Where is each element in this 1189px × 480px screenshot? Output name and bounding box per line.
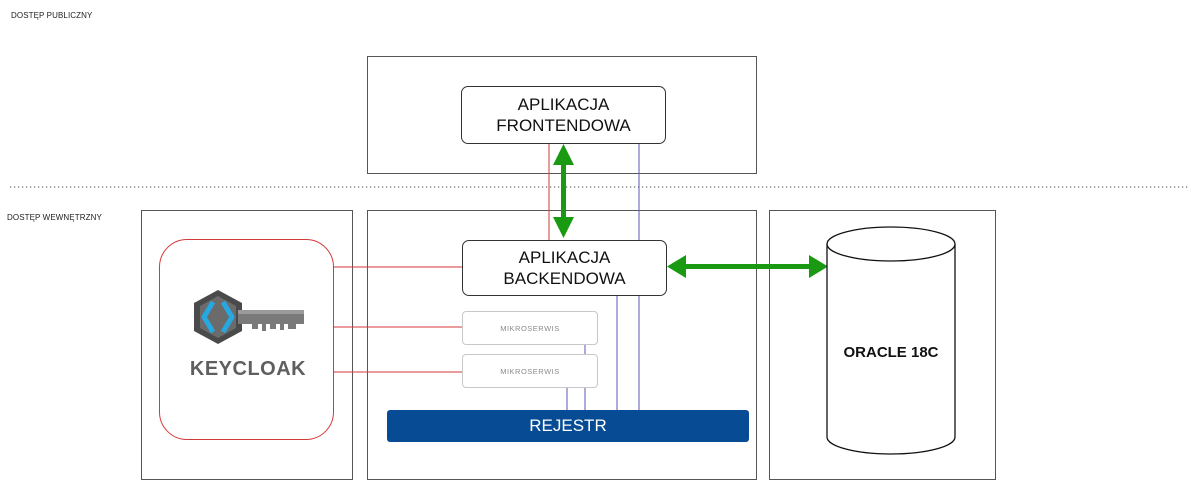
database-label: ORACLE 18C <box>843 344 939 361</box>
registry-bar[interactable]: REJESTR <box>387 410 749 442</box>
zone-label-public: DOSTĘP PUBLICZNY <box>11 11 93 20</box>
registry-label: REJESTR <box>529 416 607 435</box>
backend-app-box[interactable]: APLIKACJA BACKENDOWA <box>462 240 667 296</box>
keycloak-box[interactable]: KEYCLOAK <box>159 239 334 440</box>
backend-line2: BACKENDOWA <box>503 269 626 288</box>
keycloak-key-logo-icon <box>194 290 304 344</box>
microservice-label: MIKROSERWIS <box>500 323 560 333</box>
microservice-box-1[interactable]: MIKROSERWIS <box>462 311 598 345</box>
frontend-line1: APLIKACJA <box>517 95 610 114</box>
backend-database-arrow <box>667 255 828 278</box>
microservice-box-2[interactable]: MIKROSERWIS <box>462 354 598 388</box>
database-cylinder-icon <box>826 226 956 455</box>
frontend-backend-arrow <box>553 144 574 238</box>
frontend-line2: FRONTENDOWA <box>496 116 631 135</box>
zone-label-internal: DOSTĘP WEWNĘTRZNY <box>7 213 102 222</box>
microservice-label: MIKROSERWIS <box>500 366 560 376</box>
keycloak-wordmark: KEYCLOAK <box>189 358 307 380</box>
frontend-app-box[interactable]: APLIKACJA FRONTENDOWA <box>461 86 666 144</box>
backend-line1: APLIKACJA <box>518 248 611 267</box>
